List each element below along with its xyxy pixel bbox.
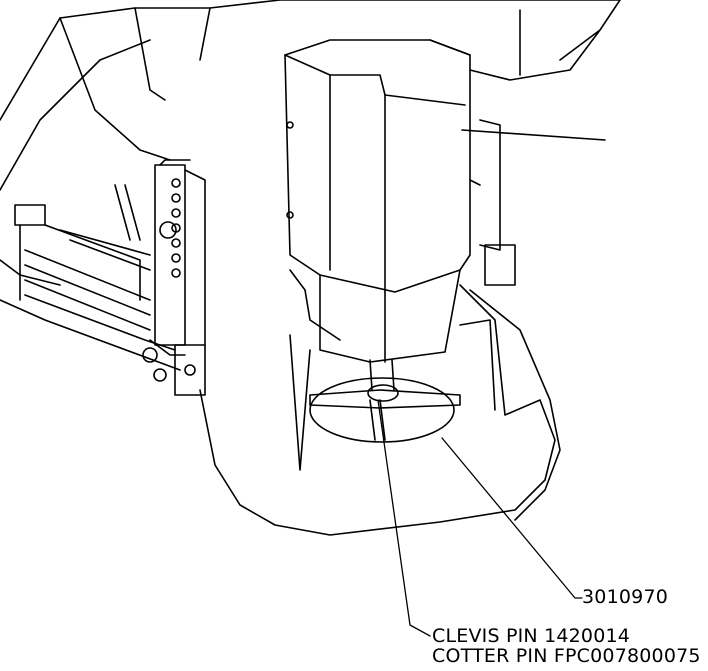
- callout-leaders: [377, 399, 583, 637]
- motor-housing: [284, 39, 471, 363]
- housing-leader-line: [461, 129, 606, 141]
- callout-cotter-pin: COTTER PIN FPC007800075: [432, 645, 701, 667]
- callout-clevis-pin: CLEVIS PIN 1420014: [432, 625, 631, 647]
- left-bracket: [154, 159, 206, 396]
- left-frame: [14, 184, 186, 382]
- leader-clevis-pin: [377, 399, 431, 637]
- right-bracket: [469, 119, 516, 286]
- spinner-disc: [309, 359, 461, 443]
- hopper-outline: [0, 0, 621, 371]
- spinner-guard: [199, 284, 561, 536]
- callout-part-number: 3010970: [582, 586, 669, 608]
- leader-3010970: [441, 437, 583, 599]
